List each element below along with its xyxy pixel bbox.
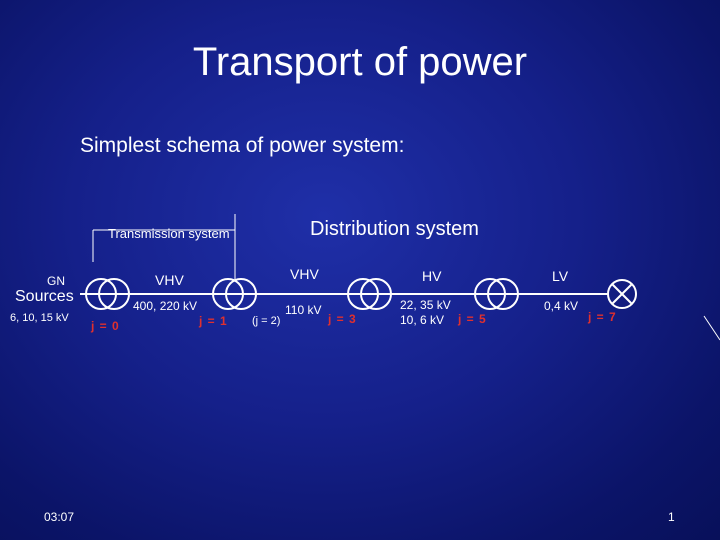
lv-label: LV (552, 268, 569, 284)
transformer-0-icon (85, 278, 130, 310)
hv-voltage-label-2: 10, 6 kV (400, 313, 445, 327)
vhv-voltage-label-2: 110 kV (285, 303, 322, 317)
edge-stroke (703, 315, 720, 341)
hv-label: HV (422, 268, 442, 284)
generation-voltage-label: 6, 10, 15 kV (10, 312, 69, 324)
footer-time: 03:07 (44, 510, 75, 524)
vhv-label-1: VHV (155, 272, 184, 288)
level-j3-label: j = 3 (328, 312, 357, 326)
level-j0-label: j = 0 (91, 319, 120, 333)
slide-subtitle: Simplest schema of power system: (80, 134, 405, 157)
level-j5-label: j = 5 (458, 312, 487, 326)
load-icon (607, 279, 637, 309)
lv-voltage-label: 0,4 kV (544, 299, 579, 313)
level-j1-label: j = 1 (199, 314, 228, 328)
level-j7-label: j = 7 (588, 310, 617, 324)
transmission-system-label: Transmission system (108, 226, 230, 241)
gn-label: GN (47, 274, 65, 288)
page-number: 1 (668, 510, 675, 524)
sources-label: Sources (15, 288, 74, 305)
transformer-1-icon (212, 278, 257, 310)
level-j2-label: (j = 2) (252, 315, 281, 327)
vhv-voltage-label-1: 400, 220 kV (133, 299, 198, 313)
transformer-5-icon (474, 278, 519, 310)
hv-voltage-label-1: 22, 35 kV (400, 298, 451, 312)
slide-title: Transport of power (192, 40, 528, 84)
distribution-system-label: Distribution system (310, 218, 479, 240)
vhv-label-2: VHV (290, 266, 319, 282)
transformer-3-icon (347, 278, 392, 310)
